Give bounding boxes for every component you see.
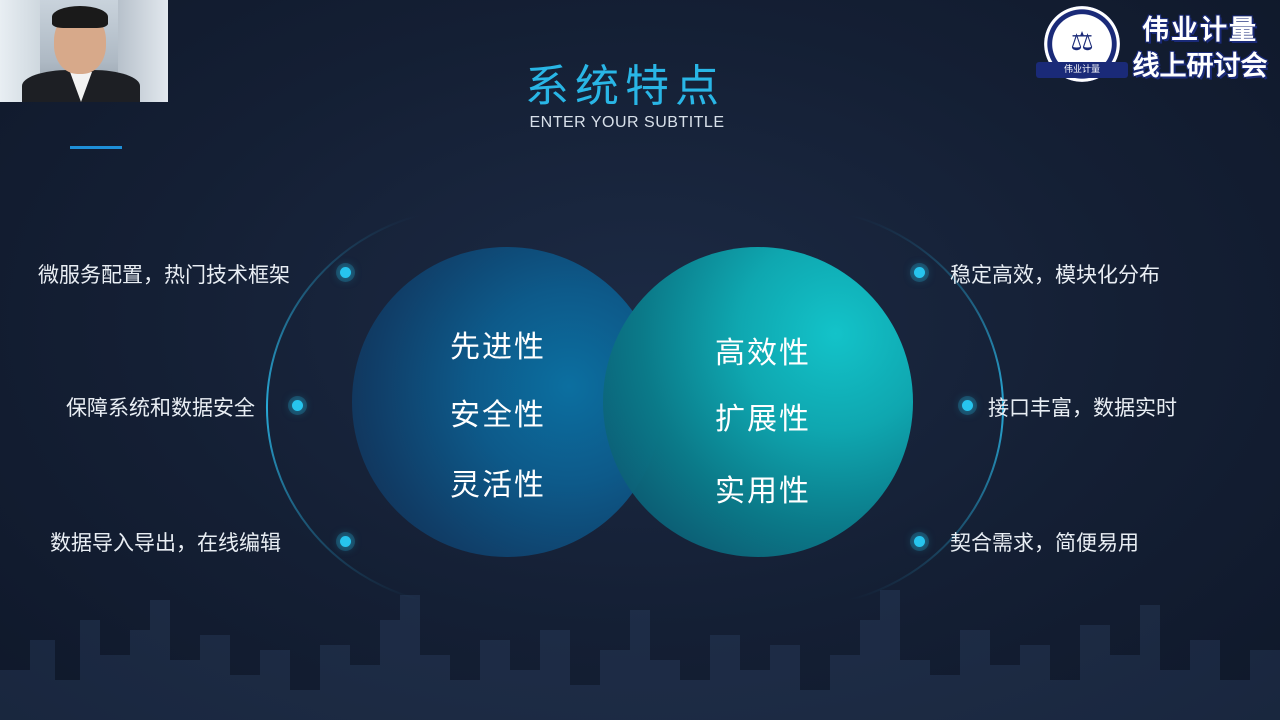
presenter-webcam-video <box>0 0 168 102</box>
feature-practicality: 实用性 <box>715 474 811 509</box>
bullet-dot-icon <box>914 267 925 278</box>
bullet-dot-icon <box>292 400 303 411</box>
feature-extensibility: 扩展性 <box>715 402 811 437</box>
feature-flexibility: 灵活性 <box>450 468 546 503</box>
slide-subtitle: ENTER YOUR SUBTITLE <box>529 114 725 131</box>
feature-advanced: 先进性 <box>450 330 546 365</box>
point-left-3: 数据导入导出，在线编辑 <box>50 531 281 555</box>
feature-efficiency: 高效性 <box>715 336 811 371</box>
logo-ribbon: 伟业计量 <box>1036 62 1128 78</box>
logo-text-line2: 线上研讨会 <box>1132 51 1268 82</box>
slide-title: 系统特点 <box>525 61 725 112</box>
point-right-1: 稳定高效，模块化分布 <box>950 263 1160 287</box>
bullet-dot-icon <box>962 400 973 411</box>
city-skyline-decoration <box>0 590 1280 720</box>
point-right-3: 契合需求，简便易用 <box>950 531 1139 555</box>
feature-security: 安全性 <box>450 398 546 433</box>
bullet-dot-icon <box>340 267 351 278</box>
point-left-1: 微服务配置，热门技术框架 <box>38 263 290 287</box>
point-left-2: 保障系统和数据安全 <box>66 396 255 420</box>
circle-right <box>603 247 913 557</box>
bullet-dot-icon <box>914 536 925 547</box>
accent-line <box>70 146 122 149</box>
bullet-dot-icon <box>340 536 351 547</box>
point-right-2: 接口丰富，数据实时 <box>988 396 1177 420</box>
logo-text-line1: 伟业计量 <box>1142 15 1258 46</box>
